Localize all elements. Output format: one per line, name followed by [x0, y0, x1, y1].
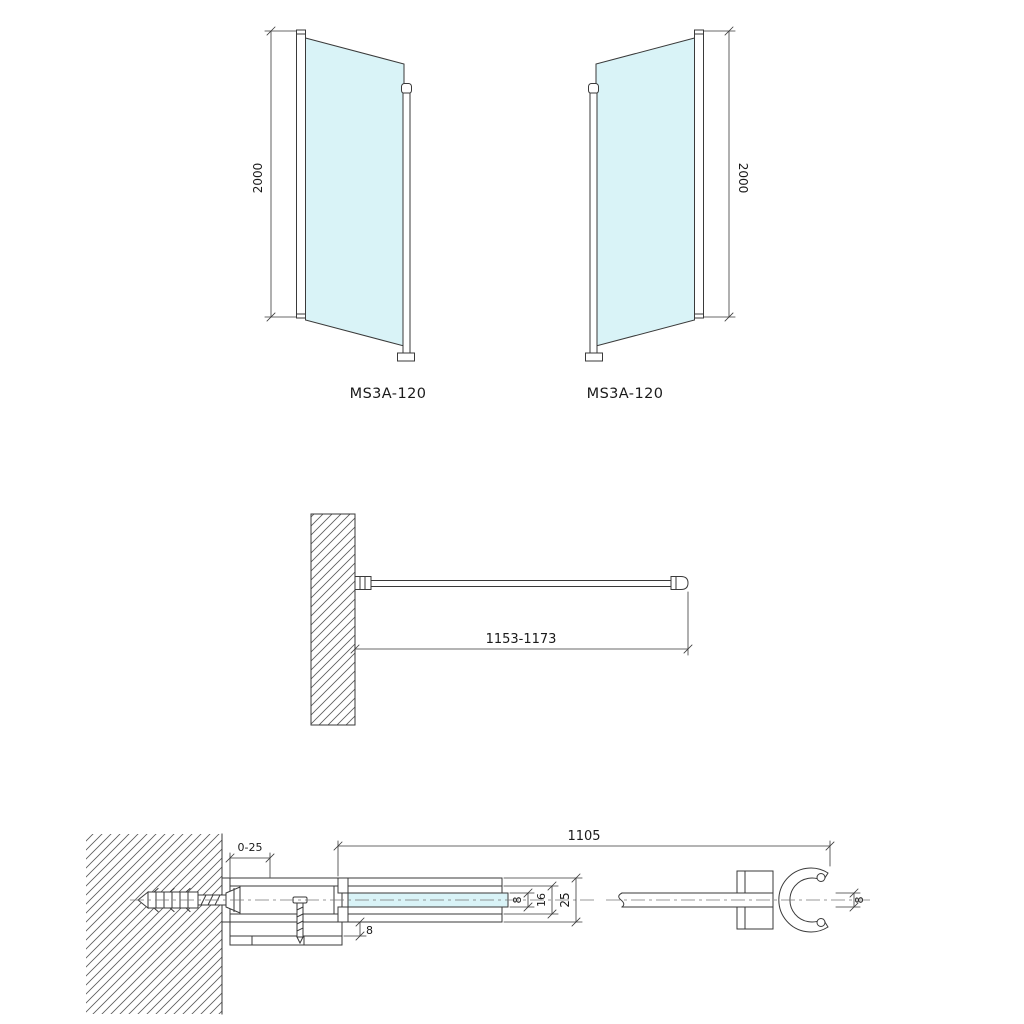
- dim-slot-label: 16: [535, 893, 548, 907]
- wall-profile-left: [296, 29, 306, 319]
- model-label-right: MS3A-120: [587, 386, 664, 402]
- top-view: 1153-1173: [310, 513, 693, 726]
- dim-length: [333, 840, 835, 877]
- glass-plan: [370, 580, 672, 587]
- dim-lines: [503, 885, 559, 915]
- dim-ticks: [333, 841, 835, 851]
- dim-glass-thickness: [509, 888, 535, 912]
- glass-edge-lines: [621, 892, 774, 908]
- dim-height-right-label: 2000: [736, 163, 750, 194]
- dim-lines: [509, 892, 535, 908]
- dim-lines: [835, 892, 861, 908]
- bracket-detail-lines: [359, 576, 366, 590]
- bolt-hole-bottom: [816, 918, 826, 927]
- support-rod-left: [402, 92, 411, 354]
- dim-adjust-label: 0-25: [238, 841, 263, 854]
- dim-ticks: [523, 888, 533, 912]
- dim-adjust: [225, 852, 275, 878]
- end-cap-plan: [670, 576, 689, 590]
- dim-ticks: [724, 26, 734, 322]
- dim-lines: [702, 30, 736, 318]
- dim-ticks: [571, 873, 581, 927]
- dim-ticks: [849, 888, 859, 912]
- fixing-screw-threads: [296, 906, 304, 932]
- support-rod-right: [589, 92, 598, 354]
- glass-pane-left: [305, 37, 405, 347]
- end-clamp-top: [736, 870, 774, 894]
- dim-end-glass-label: 8: [853, 897, 866, 904]
- dim-lines: [343, 921, 367, 937]
- bottom-profile-section: [229, 921, 343, 946]
- wall-hatch-section: [86, 834, 222, 1014]
- model-label-left: MS3A-120: [350, 386, 427, 402]
- dim-height-left: [264, 26, 298, 322]
- bolt-hole-top: [816, 873, 826, 882]
- dim-height-right: [702, 26, 736, 322]
- front-view-right: 2000 MS3A-120: [585, 26, 750, 402]
- dim-bottom: [343, 917, 367, 941]
- wall-hatch-plan: [310, 513, 356, 726]
- dim-lines: [337, 840, 831, 877]
- section-detail: 0-25 1105 8 16 25 8: [86, 829, 835, 1015]
- plug-fin-lines: [153, 887, 191, 913]
- wall-profile-caps: [296, 33, 306, 315]
- dim-lines: [264, 30, 298, 318]
- dim-bottom-label: 8: [366, 924, 373, 937]
- front-view-left: 2000 MS3A-120: [251, 26, 427, 402]
- dim-height-left-label: 2000: [251, 163, 265, 194]
- dim-ticks: [355, 917, 365, 941]
- dim-ticks: [225, 853, 275, 863]
- dim-lines: [354, 591, 689, 656]
- dim-ticks: [350, 644, 693, 654]
- wall-bracket-plan: [354, 576, 372, 590]
- dim-length-label: 1105: [567, 829, 600, 844]
- dim-glass-thickness-label: 8: [511, 897, 524, 904]
- support-foot-right: [585, 352, 603, 362]
- dim-profile-height-label: 25: [558, 892, 572, 907]
- glass-break-line: [618, 892, 625, 908]
- dim-lines: [229, 852, 271, 878]
- dim-slot: [503, 881, 559, 919]
- dim-width-plan-label: 1153-1173: [486, 632, 557, 647]
- dim-lines: [503, 877, 583, 923]
- dim-profile-height: [503, 873, 583, 927]
- support-foot-left: [397, 352, 415, 362]
- end-profile-view: 8: [606, 867, 872, 933]
- round-profile-section: [778, 867, 829, 933]
- support-knob-icon: [588, 83, 599, 94]
- support-knob-icon: [401, 83, 412, 94]
- dim-end-glass: [835, 888, 861, 912]
- dim-width-plan: [350, 591, 693, 656]
- glass-pane-right: [595, 37, 695, 347]
- fixing-screw-tip: [296, 936, 304, 945]
- dim-ticks: [547, 881, 557, 919]
- bottom-profile-detail: [229, 935, 343, 946]
- wall-profile-caps: [694, 33, 704, 315]
- end-clamp-bottom: [736, 906, 774, 930]
- dim-ticks: [266, 26, 276, 322]
- wall-profile-right: [694, 29, 704, 319]
